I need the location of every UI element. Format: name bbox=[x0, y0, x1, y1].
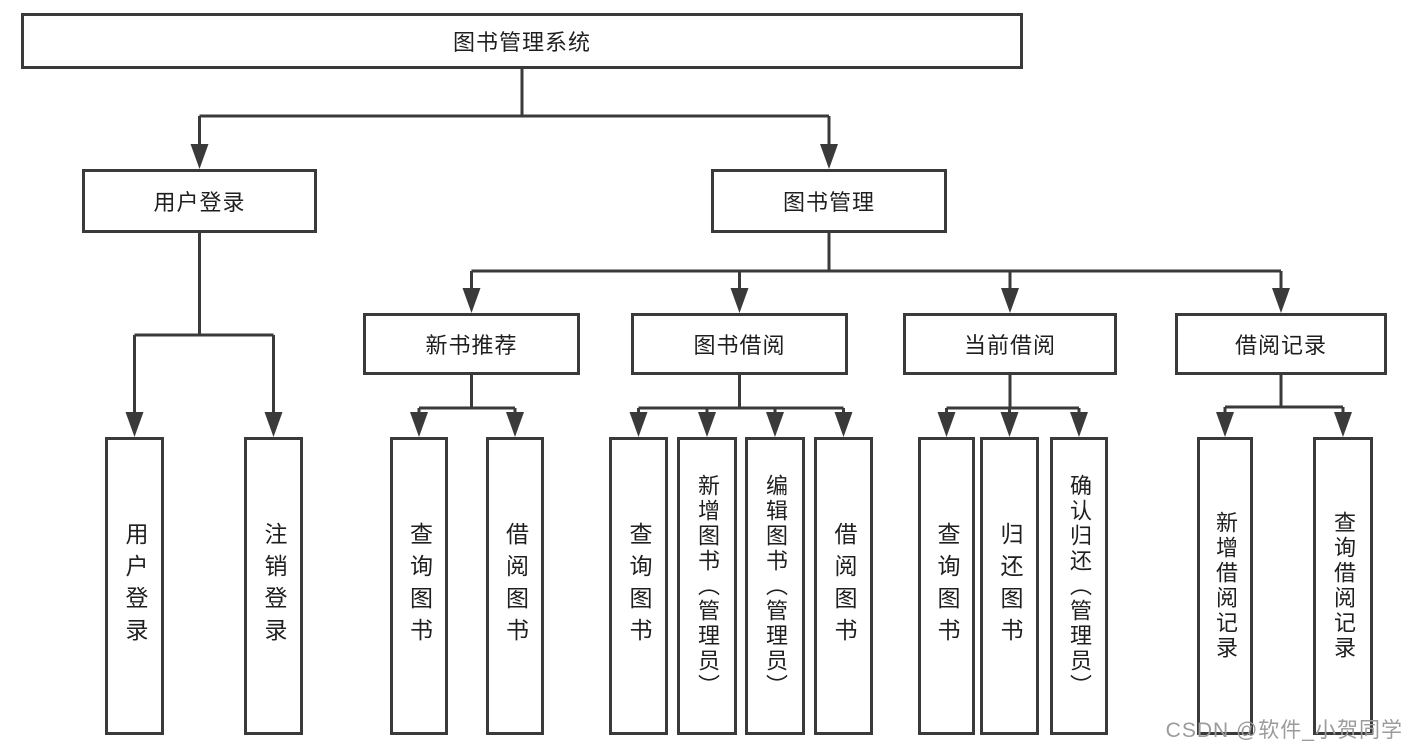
leaf-add-books-admin: 新增图书（管理员） bbox=[677, 437, 737, 735]
leaf-edit-books-admin: 编辑图书（管理员） bbox=[745, 437, 805, 735]
node-current-borrow: 当前借阅 bbox=[903, 313, 1117, 375]
node-book-management-label: 图书管理 bbox=[782, 190, 875, 215]
leaf-add-borrow-record: 新增借阅记录 bbox=[1197, 437, 1253, 735]
leaf-edit-books-admin-label: 编辑图书（管理员） bbox=[763, 473, 788, 699]
node-root-label: 图书管理系统 bbox=[452, 30, 591, 55]
leaf-borrow-books-2: 借阅图书 bbox=[814, 437, 873, 735]
node-user-login-label: 用户登录 bbox=[153, 190, 246, 215]
leaf-confirm-return-admin: 确认归还（管理员） bbox=[1050, 437, 1108, 735]
leaf-return-books-label: 归还图书 bbox=[997, 522, 1023, 650]
leaf-user-login: 用户登录 bbox=[105, 437, 164, 735]
leaf-add-books-admin-label: 新增图书（管理员） bbox=[695, 473, 720, 699]
node-borrow-records: 借阅记录 bbox=[1175, 313, 1387, 375]
leaf-query-books-3: 查询图书 bbox=[918, 437, 975, 735]
node-book-borrow-label: 图书借阅 bbox=[693, 333, 786, 358]
leaf-query-borrow-record-label: 查询借阅记录 bbox=[1331, 511, 1356, 661]
leaf-borrow-books-1: 借阅图书 bbox=[486, 437, 544, 735]
leaf-query-books-3-label: 查询图书 bbox=[934, 522, 960, 650]
node-book-management: 图书管理 bbox=[711, 169, 947, 233]
leaf-query-books-1-label: 查询图书 bbox=[406, 522, 433, 650]
leaf-logout-label: 注销登录 bbox=[261, 522, 287, 650]
leaf-query-borrow-record: 查询借阅记录 bbox=[1313, 437, 1373, 735]
leaf-return-books: 归还图书 bbox=[980, 437, 1039, 735]
leaf-add-borrow-record-label: 新增借阅记录 bbox=[1213, 511, 1238, 661]
node-new-book-recommend: 新书推荐 bbox=[363, 313, 580, 375]
watermark: CSDN @软件_小贺同学 bbox=[1165, 719, 1403, 742]
node-current-borrow-label: 当前借阅 bbox=[963, 333, 1056, 358]
node-user-login: 用户登录 bbox=[82, 169, 317, 233]
node-new-book-recommend-label: 新书推荐 bbox=[425, 333, 518, 358]
leaf-borrow-books-1-label: 借阅图书 bbox=[502, 522, 529, 650]
leaf-user-login-label: 用户登录 bbox=[122, 522, 148, 650]
leaf-query-books-1: 查询图书 bbox=[390, 437, 448, 735]
leaf-logout: 注销登录 bbox=[244, 437, 303, 735]
node-borrow-records-label: 借阅记录 bbox=[1234, 333, 1327, 358]
node-root: 图书管理系统 bbox=[21, 13, 1023, 69]
leaf-borrow-books-2-label: 借阅图书 bbox=[831, 522, 857, 650]
leaf-confirm-return-admin-label: 确认归还（管理员） bbox=[1067, 473, 1092, 699]
node-book-borrow: 图书借阅 bbox=[631, 313, 848, 375]
leaf-query-books-2-label: 查询图书 bbox=[626, 522, 652, 650]
leaf-query-books-2: 查询图书 bbox=[609, 437, 668, 735]
